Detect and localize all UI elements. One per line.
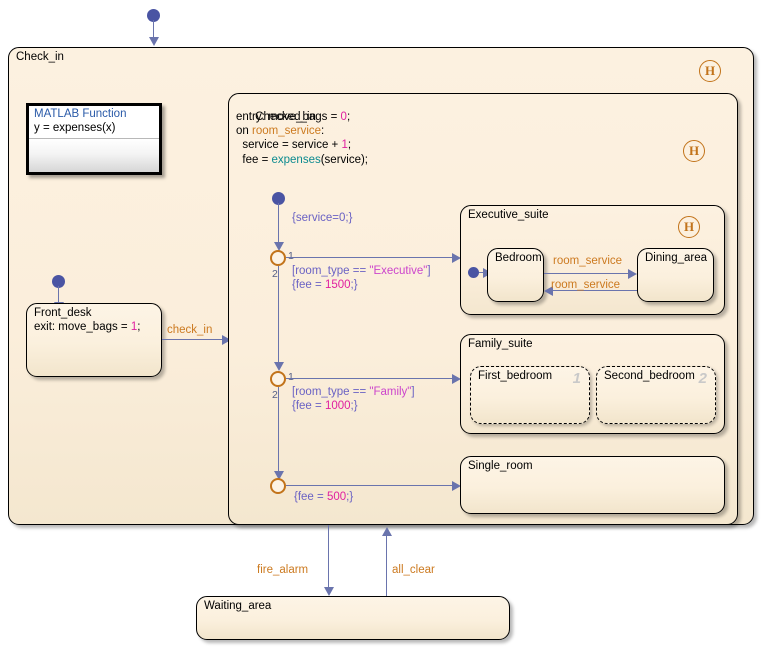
state-bedroom[interactable]: Bedroom [487,248,544,302]
transition-label-family: [room_type == "Family"] {fee = 1000;} [292,386,415,412]
transition-arrow-executive-fallthrough [273,362,284,371]
transition-line-single [286,485,456,487]
default-transition-dot-front-desk [52,275,65,288]
matlab-function-body [29,139,159,172]
matlab-function-signature: y = expenses(x) [34,122,116,134]
default-transition-arrow-checked-in [273,242,284,251]
state-waiting-area-label: Waiting_area [204,600,272,612]
transition-label-check-in-event: check_in [167,324,213,336]
state-first-bedroom-order: 1 [572,370,581,387]
junction-family[interactable] [270,371,286,387]
default-transition-dot-checked-in [272,192,285,205]
state-check-in-label: Check_in [16,51,64,63]
state-waiting-area[interactable]: Waiting_area [196,596,510,640]
state-second-bedroom-label: Second_bedroom [604,370,695,382]
transition-arrow-family-fallthrough [273,471,284,480]
transition-line-executive [286,257,456,259]
transition-label-single: {fee = 500;} [294,491,354,503]
state-first-bedroom-label: First_bedroom [478,370,553,382]
transition-label-executive: [room_type == "Executive"] {fee = 1500;} [292,265,431,291]
transition-arrow-family [452,374,461,384]
transition-line-family-fallthrough [278,387,280,473]
state-front-desk[interactable]: Front_desk exit: move_bags = 1; [26,303,162,377]
transition-line-room-service-back [550,290,637,292]
transition-line-check-in-event [162,339,226,341]
state-front-desk-action: exit: move_bags = 1; [34,321,141,333]
transition-arrow-fire-alarm [323,587,334,596]
state-second-bedroom[interactable]: Second_bedroom 2 [596,366,716,424]
state-dining-area[interactable]: Dining_area [637,248,714,302]
junction-executive-order-false: 2 [272,268,278,280]
default-transition-line-front-desk [58,286,60,304]
transition-arrow-room-service-out [628,269,637,279]
junction-family-order-true: 1 [288,371,294,383]
transition-line-room-service-out [544,273,631,275]
state-bedroom-label: Bedroom [495,252,542,264]
state-second-bedroom-order: 2 [698,370,707,387]
transition-arrow-single [452,481,461,491]
transition-arrow-all-clear [381,527,392,536]
junction-family-order-false: 2 [272,389,278,401]
transition-arrow-room-service-back [544,286,553,296]
transition-label-fire-alarm: fire_alarm [257,564,309,576]
default-transition-dot-chart [147,9,160,22]
transition-line-all-clear [386,536,388,596]
default-transition-line-chart [153,20,155,39]
junction-single[interactable] [270,478,286,494]
state-family-suite-label: Family_suite [468,338,533,350]
transition-line-fire-alarm [328,525,330,589]
state-single-room-label: Single_room [468,460,533,472]
transition-arrow-check-in-event [222,335,231,345]
transition-label-room-service-back: room_service [551,279,621,291]
matlab-function-title: MATLAB Function [34,108,127,120]
history-junction-checked-in[interactable]: H [683,140,705,162]
transition-line-family [286,378,456,380]
junction-executive-order-true: 1 [288,250,294,262]
default-transition-arrow-chart [148,37,159,46]
state-executive-suite-label: Executive_suite [468,209,549,221]
state-single-room[interactable]: Single_room [460,456,725,514]
matlab-function-divider [29,138,159,139]
state-checked-in-label: Checked_in [255,111,316,124]
default-transition-dot-executive-suite [468,267,479,278]
state-first-bedroom[interactable]: First_bedroom 1 [470,366,590,424]
state-dining-area-label: Dining_area [645,252,708,264]
transition-label-all-clear: all_clear [392,564,435,576]
default-transition-line-checked-in [278,203,280,244]
state-checked-in-actions: entry: move_bags = 0; on room_service: s… [236,111,368,166]
history-junction-executive-suite[interactable]: H [678,216,700,238]
matlab-function-block[interactable]: MATLAB Function y = expenses(x) [26,103,162,175]
state-front-desk-label: Front_desk [34,307,92,319]
transition-arrow-executive [452,253,461,263]
transition-label-room-service-out: room_service [553,255,623,267]
history-junction-check-in[interactable]: H [699,60,721,82]
junction-executive[interactable] [270,250,286,266]
transition-line-executive-fallthrough [278,266,280,364]
transition-label-service-init: {service=0;} [292,212,353,224]
